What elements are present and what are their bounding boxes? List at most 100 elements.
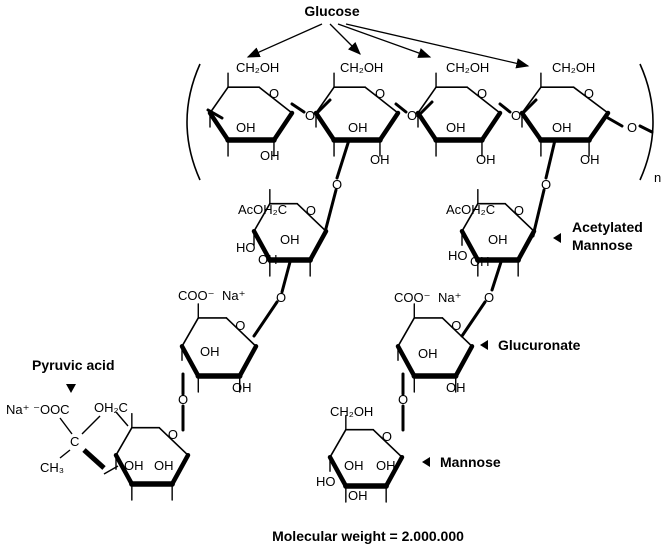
- oh-label: OH: [418, 346, 438, 361]
- ring-bond: [383, 454, 405, 489]
- ring-bond: [209, 86, 229, 114]
- ring-bond: [329, 428, 347, 459]
- acetylated-mannose-ring: O: [251, 188, 329, 277]
- ho-label: HO: [236, 240, 256, 255]
- bridge-oxygen: O: [484, 290, 494, 305]
- ring-bond: [179, 344, 201, 379]
- ring-bond: [515, 228, 537, 263]
- pointer-triangle: [422, 457, 430, 467]
- ring-bond: [397, 317, 416, 348]
- ring-bond: [364, 86, 399, 114]
- ch2oh-label: CH₂OH: [330, 404, 373, 419]
- bridge-oxygen: O: [511, 108, 521, 123]
- ring-bond: [113, 452, 135, 487]
- ring-oxygen: O: [269, 86, 279, 101]
- ring-bond: [115, 426, 133, 457]
- quaternary-carbon-label: C: [70, 434, 79, 449]
- oh-label: OH: [124, 458, 144, 473]
- oh-label: OH: [348, 488, 368, 503]
- ring-oxygen: O: [477, 86, 487, 101]
- oh-label: OH: [200, 344, 220, 359]
- glucuronate-label: Glucuronate: [498, 337, 581, 353]
- ring-bond: [158, 426, 189, 457]
- glucose-ring: O: [313, 72, 401, 157]
- oh-label: OH: [154, 458, 174, 473]
- glycosidic-bonds: [181, 98, 654, 432]
- ring-oxygen: O: [514, 203, 524, 218]
- bridge-oxygen: O: [276, 290, 286, 305]
- oh-label: OH: [236, 120, 256, 135]
- ch2oh-label: CH₂OH: [552, 60, 595, 75]
- ring-bond: [181, 317, 200, 348]
- oh-label: OH: [580, 152, 600, 167]
- callouts: Acetylated Mannose Glucuronate Mannose P…: [32, 219, 643, 470]
- oh-label: OH: [488, 232, 508, 247]
- ring-oxygen: O: [168, 427, 178, 442]
- ring-bond: [296, 202, 327, 232]
- ring-bond: [207, 110, 231, 143]
- ring-bond: [504, 202, 535, 232]
- glucuronate-ring: O: [395, 303, 475, 393]
- ring-bond: [395, 344, 417, 379]
- oh-label: OH: [260, 148, 280, 163]
- oh-label: OH: [446, 120, 466, 135]
- ring-bond: [415, 110, 439, 143]
- oh-label: OH: [232, 380, 252, 395]
- ring-bond: [253, 202, 271, 232]
- pointer-triangle: [66, 384, 76, 393]
- glucose-ring: O: [415, 72, 503, 157]
- glucose-ring: O: [207, 72, 295, 157]
- glucose-arrows: [246, 23, 530, 69]
- glucuronate-substituents: COO⁻ Na⁺ COO⁻ Na⁺ OH OH OH OH: [178, 288, 466, 395]
- bridge-oxygen: O: [178, 392, 188, 407]
- glucose-ring: O: [519, 72, 611, 157]
- oh-label: OH: [552, 120, 572, 135]
- ring-oxygen: O: [584, 86, 594, 101]
- pointer-triangle: [553, 233, 561, 243]
- bridge-oxygen: O: [398, 392, 408, 407]
- pyruvate-substituents: Na⁺ ⁻OOC OH₂C C CH₃ OH OH: [6, 400, 174, 475]
- ring-oxygen: O: [306, 203, 316, 218]
- glucose-substituents: CH₂OH CH₂OH CH₂OH CH₂OH OH OH OH OH OH O…: [236, 60, 600, 167]
- molecular-weight-label: Molecular weight = 2.000.000: [272, 528, 464, 544]
- ho-label: HO: [448, 248, 468, 263]
- ring-bond: [466, 86, 501, 114]
- ring-bond: [251, 228, 273, 263]
- bridge-oxygen: O: [627, 120, 637, 135]
- ch2oh-label: CH₂OH: [236, 60, 279, 75]
- repeat-bracket-right: [639, 63, 654, 181]
- ho-label: HO: [316, 474, 336, 489]
- ring-bond: [479, 110, 503, 143]
- acetylated-mannose-ring: O: [459, 188, 537, 277]
- pyruvated-mannose-ring: O: [113, 412, 191, 501]
- ring-bond: [271, 110, 295, 143]
- bridge-oxygen: O: [332, 177, 342, 192]
- oh-label: OH: [370, 152, 390, 167]
- ring-bond: [459, 228, 481, 263]
- bridge-oxygen: O: [305, 108, 315, 123]
- oh-label: OH: [470, 254, 490, 269]
- oh-label: OH: [280, 232, 300, 247]
- oh-label: OH: [476, 152, 496, 167]
- bridge-oxygen: O: [541, 177, 551, 192]
- ring-bond: [377, 110, 401, 143]
- ring-oxygen: O: [235, 318, 245, 333]
- carboxylate-label: COO⁻: [394, 290, 430, 305]
- acoh2c-label: AcOH₂C: [238, 202, 287, 217]
- sodium-label: Na⁺: [222, 288, 245, 303]
- ring-oxygen: O: [375, 86, 385, 101]
- ring-bond: [586, 110, 611, 143]
- ring-bond: [315, 86, 335, 114]
- ring-bond: [372, 428, 403, 459]
- oh-label: OH: [376, 458, 396, 473]
- ring-bond: [258, 86, 293, 114]
- mannose-label: Mannose: [440, 454, 501, 470]
- repeat-n: n: [654, 170, 661, 185]
- pointer-triangle: [480, 340, 488, 350]
- ring-bond: [441, 317, 473, 348]
- acetylated-mannose-substituents: AcOH₂C AcOH₂C OH HO OH OH HO OH: [236, 202, 508, 269]
- ring-bond: [237, 344, 259, 379]
- repeat-bracket-left: [186, 63, 201, 181]
